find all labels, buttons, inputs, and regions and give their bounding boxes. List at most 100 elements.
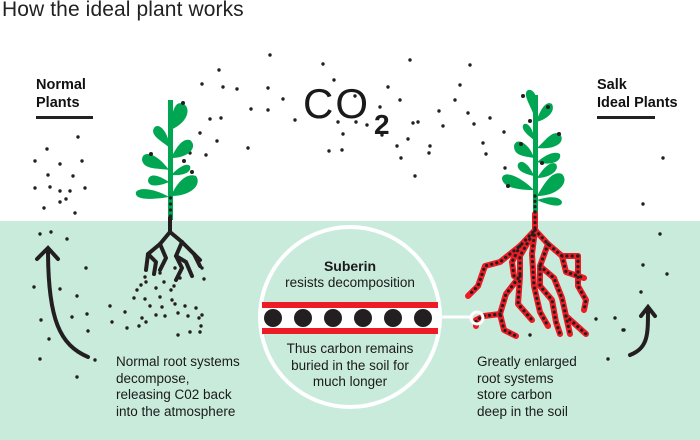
carbon-particle (93, 358, 97, 362)
carbon-particle (173, 302, 177, 306)
carbon-particle (441, 124, 445, 128)
carbon-particle (188, 330, 192, 334)
carbon-particle (395, 144, 399, 148)
co2-formula: CO (303, 80, 370, 127)
carbon-particle (594, 317, 598, 321)
carbon-particle (143, 297, 147, 301)
carbon-particle (453, 98, 457, 102)
carbon-particle (76, 135, 80, 139)
carbon-particle (64, 197, 68, 201)
carbon-particle (639, 290, 643, 294)
carbon-particle (217, 68, 221, 72)
carbon-particle (658, 232, 662, 236)
carbon-particle (353, 94, 357, 98)
ideal-plants-label: Salk Ideal Plants (597, 76, 678, 112)
caption-line: Normal root systems (116, 354, 240, 369)
caption-line: deep in the soil (477, 403, 568, 419)
carbon-particle (47, 337, 51, 341)
carbon-particle (340, 148, 344, 152)
carbon-particle (641, 263, 645, 267)
carbon-particle (665, 272, 669, 276)
callout-body-line: much longer (312, 374, 388, 389)
carbon-particle (108, 304, 112, 308)
carbon-particle (183, 304, 187, 308)
normal-plants-label: Normal Plants (36, 76, 86, 112)
carbon-particle (221, 85, 225, 89)
carbon-particle (123, 310, 127, 314)
carbon-particle (80, 159, 84, 163)
callout-body-line: buried in the soil for (291, 357, 409, 373)
carbon-particle (154, 286, 158, 290)
carbon-particles (32, 53, 669, 379)
suberin-red-band-bottom (262, 328, 438, 334)
carbon-particle (32, 285, 36, 289)
carbon-particle (45, 147, 49, 151)
carbon-particle (39, 318, 43, 322)
carbon-particle (281, 97, 285, 101)
carbon-particle (199, 324, 203, 328)
carbon-particle (466, 111, 470, 115)
carbon-particle (58, 162, 62, 166)
carbon-particle (341, 132, 345, 136)
carbon-particle (613, 316, 617, 320)
caption-line: Greatly enlarged (477, 354, 577, 369)
ideal-plants-label-line2: Ideal Plants (597, 95, 678, 111)
normal-plants-underline (36, 116, 93, 119)
normal-plants-label-line2: Plants (36, 95, 80, 111)
carbon-particle (399, 156, 403, 160)
normal-plant (135, 100, 202, 282)
carbon-particle (365, 123, 369, 127)
carbon-particle (197, 316, 201, 320)
carbon-particle (172, 284, 176, 288)
carbon-particle (641, 202, 645, 206)
carbon-particle (158, 271, 162, 275)
carbon-particle (327, 149, 331, 153)
carbon-particle (468, 63, 472, 67)
carbon-particle (38, 357, 42, 361)
normal-plant-roots (144, 216, 202, 282)
carbon-particle (194, 306, 198, 310)
carbon-particle (132, 296, 136, 300)
callout-subheading: resists decomposition (285, 274, 415, 290)
carbon-particle (481, 141, 485, 145)
carbon-particle (163, 314, 167, 318)
carbon-particle (378, 105, 382, 109)
carbon-particle (406, 137, 410, 141)
callout-heading: Suberin (323, 258, 377, 274)
carbon-particle (437, 109, 441, 113)
carbon-particle (380, 133, 384, 137)
ideal-roots-caption: Greatly enlarged root systems store carb… (477, 354, 577, 420)
carbon-particle (160, 305, 164, 309)
carbon-particle (139, 283, 143, 287)
carbon-particle (502, 130, 506, 134)
carbon-particle (198, 131, 202, 135)
carbon-particle (398, 98, 402, 102)
carbon-particle (293, 118, 297, 122)
up-arrow-right (628, 303, 657, 357)
carbon-particle (33, 159, 37, 163)
ideal-plant-leaves (502, 89, 565, 215)
carbon-particle (42, 206, 46, 210)
carbon-particle (75, 375, 79, 379)
carbon-particle (200, 313, 204, 317)
carbon-particle (386, 85, 390, 89)
callout-heading-block: Suberin resists decomposition (262, 258, 438, 291)
ideal-plants-underline (597, 116, 655, 119)
caption-line: store carbon (477, 387, 553, 402)
carbon-particle (427, 151, 431, 155)
carbon-particle (204, 153, 208, 157)
carbon-particle (158, 295, 162, 299)
carbon-particle (484, 152, 488, 156)
carbon-particle (169, 288, 173, 292)
ideal-plant-leaf-dots (506, 94, 561, 188)
carbon-particle (198, 330, 202, 334)
carbon-particle (219, 116, 223, 120)
carbon-particle (235, 87, 239, 91)
carbon-particle (354, 120, 358, 124)
carbon-particle (336, 120, 340, 124)
carbon-particle (144, 320, 148, 324)
carbon-particle (140, 316, 144, 320)
carbon-particle (75, 294, 79, 298)
carbon-particle (143, 275, 147, 279)
